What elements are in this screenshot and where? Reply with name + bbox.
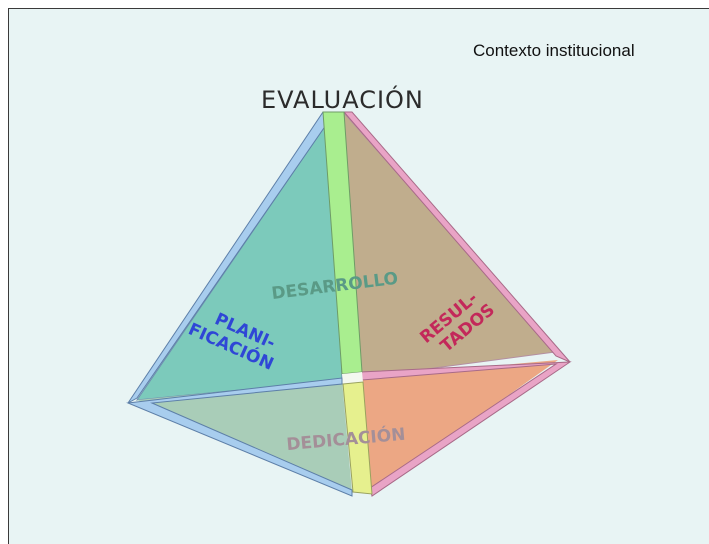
planificacion-base-band	[126, 377, 353, 497]
dedicacion-right-face	[358, 360, 558, 492]
center-crossing	[342, 372, 363, 384]
apex-label: EVALUACIÓN	[261, 84, 424, 114]
dedicacion-left-face	[137, 380, 352, 492]
dedicacion-center-band	[342, 381, 373, 495]
context-label: Contexto institucional	[473, 41, 635, 60]
